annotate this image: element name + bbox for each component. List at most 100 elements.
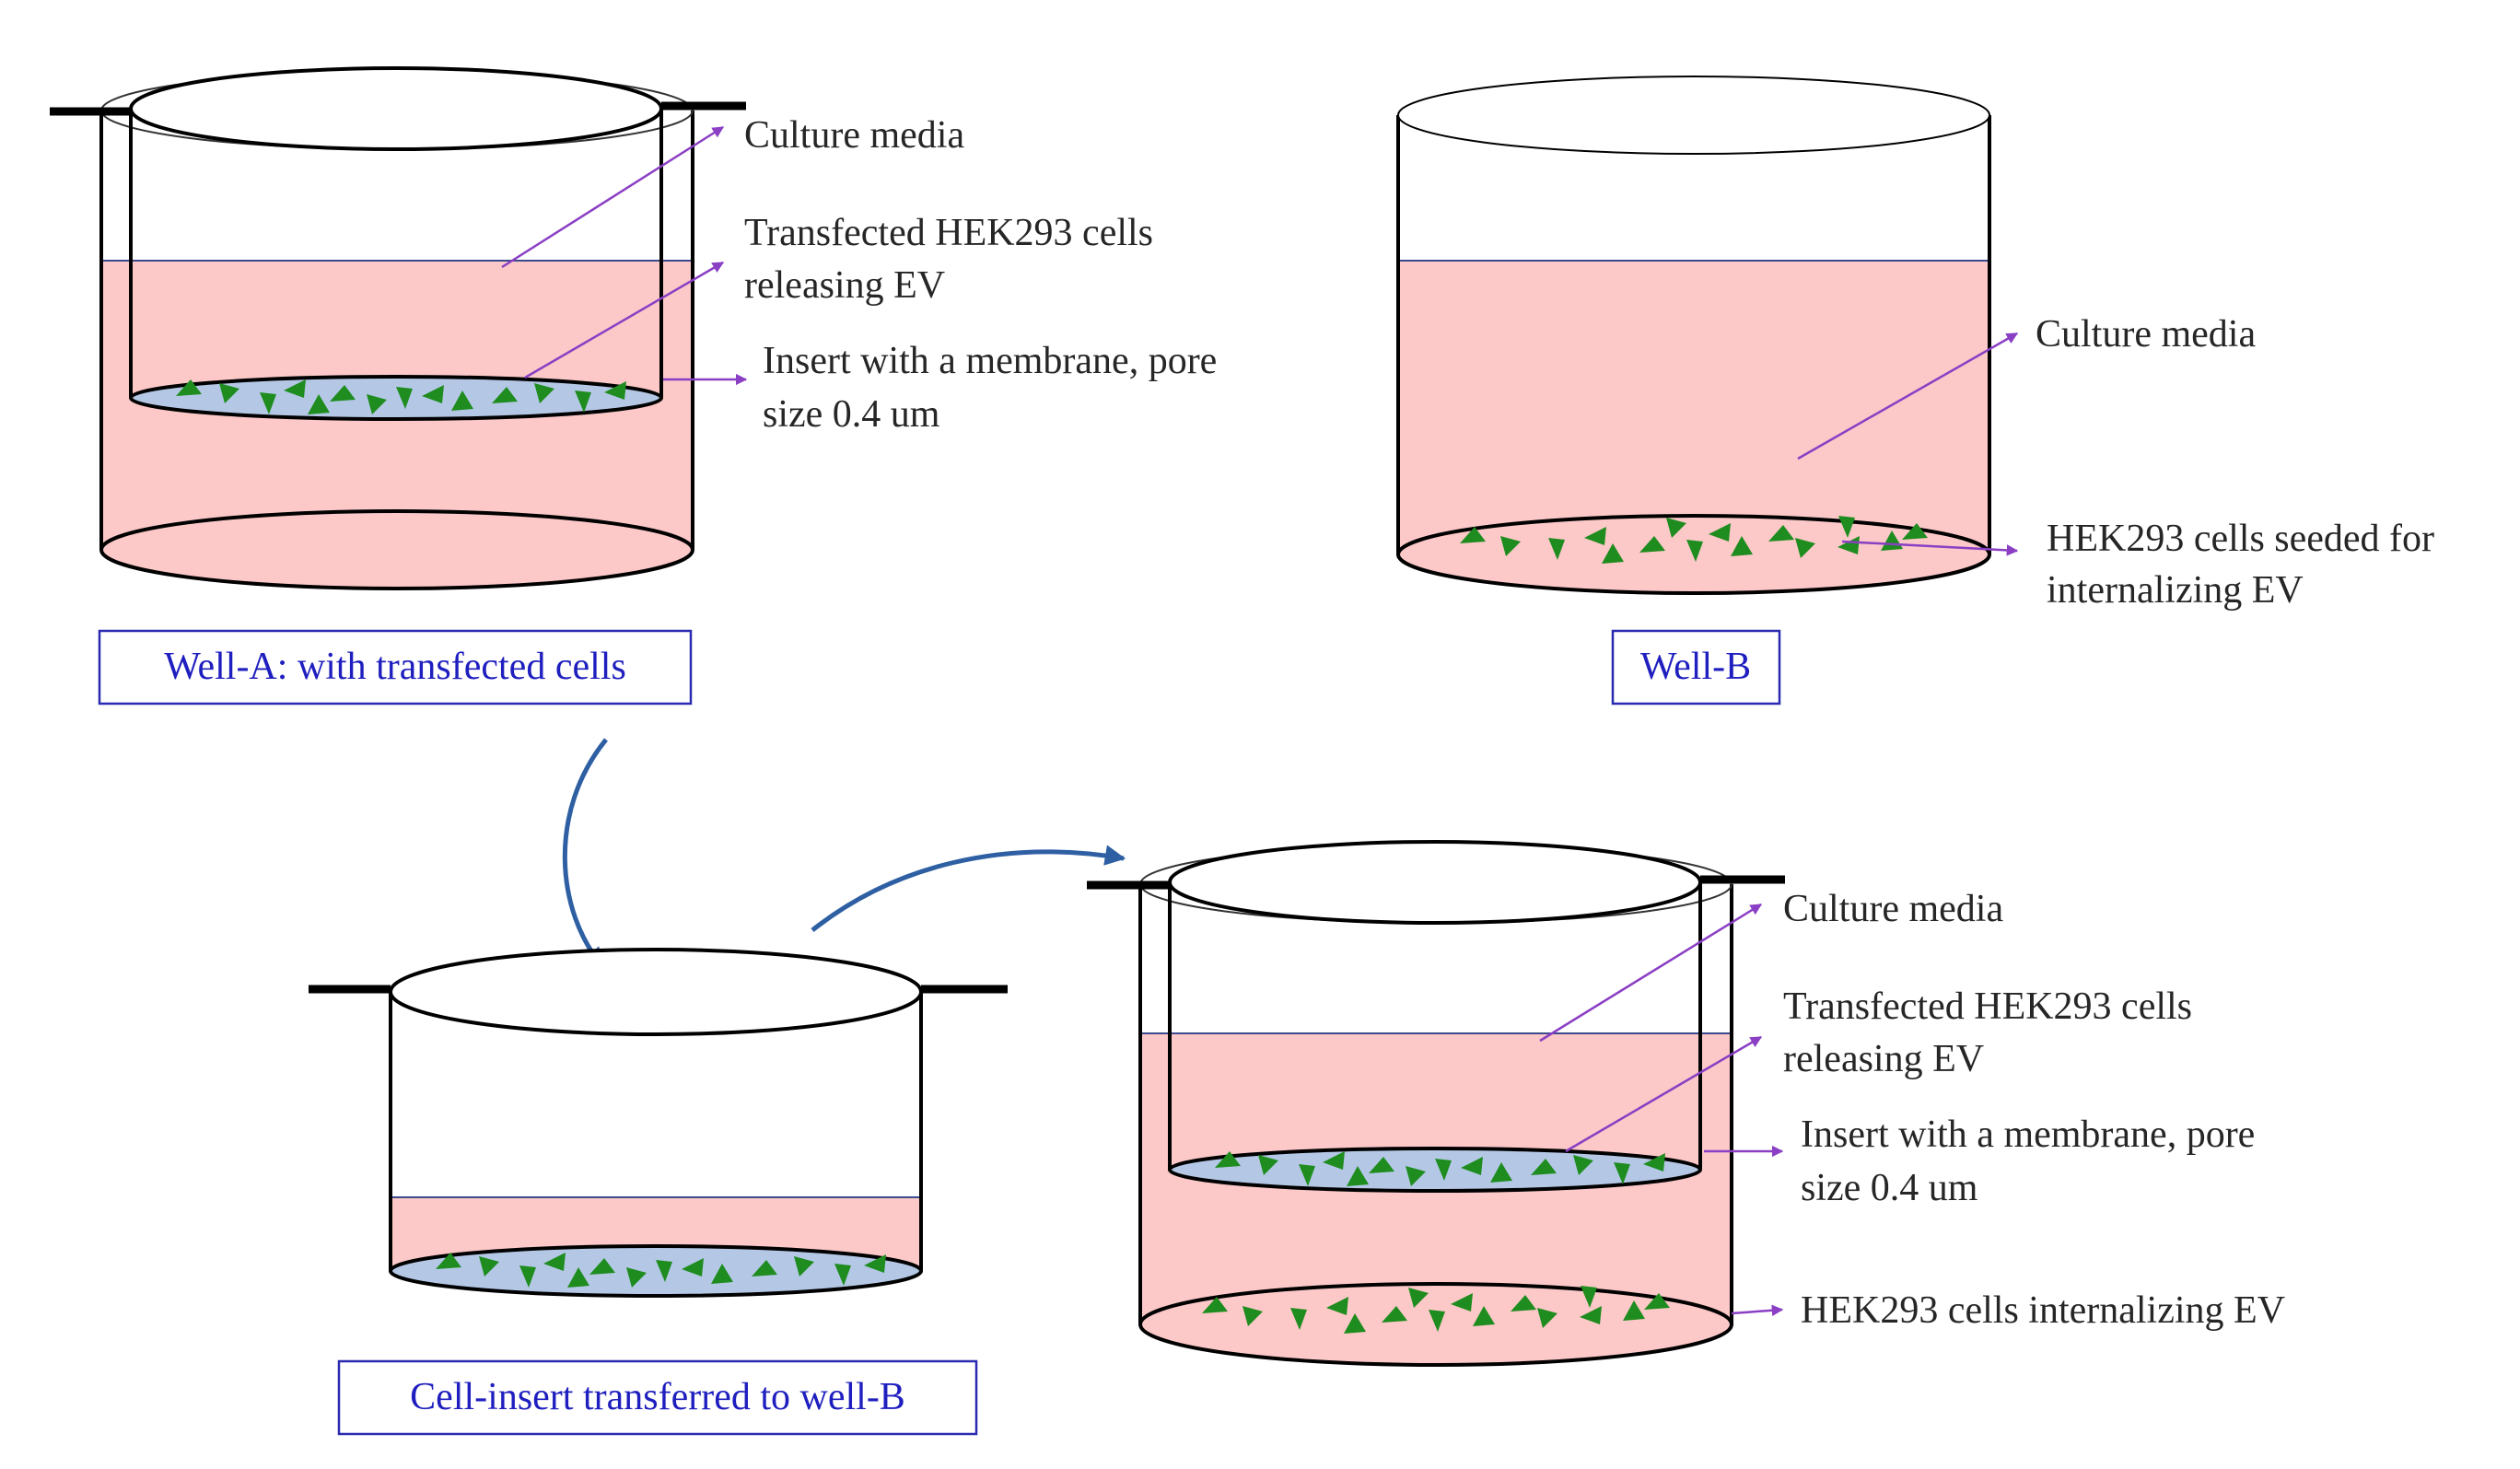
cell-shape — [1347, 1166, 1369, 1186]
c-media-label: Culture media — [1783, 888, 2003, 930]
cell-shape — [1408, 1288, 1429, 1308]
cell-shape — [589, 1258, 615, 1275]
cell-shape — [396, 387, 413, 409]
cell-shape — [604, 381, 626, 400]
cell-shape — [1614, 1162, 1630, 1184]
cell-shape — [330, 385, 356, 402]
cell-shape — [1460, 527, 1486, 543]
a-insert-label-line2: size 0.4 um — [763, 393, 940, 436]
cell-shape — [1581, 1286, 1597, 1308]
well-b-media — [1398, 261, 1989, 593]
a-media-label: Culture media — [744, 114, 964, 157]
cell-shape — [260, 392, 276, 414]
insert-a-membrane — [129, 375, 663, 421]
cell-shape — [1666, 518, 1686, 538]
cell-shape — [1290, 1308, 1307, 1330]
cell-shape — [1584, 527, 1606, 545]
cell-shape — [1500, 536, 1521, 556]
cell-shape — [1242, 1306, 1263, 1326]
well-a-caption-text: Well-A: with transfected cells — [164, 646, 626, 688]
cell-shape — [1473, 1306, 1495, 1326]
cell-shape — [575, 391, 591, 413]
b-cells-arrow — [1841, 540, 2019, 556]
combined-well-bottom-cells — [1202, 1286, 1670, 1334]
combined-insert-membrane — [1168, 1147, 1702, 1193]
cell-shape — [1709, 523, 1731, 542]
cell-shape — [1382, 1306, 1407, 1323]
cell-shape — [567, 1267, 589, 1288]
cell-shape — [451, 391, 473, 411]
insert-a — [50, 66, 746, 421]
well-a-media — [101, 261, 693, 589]
b-media-label: Culture media — [2036, 313, 2256, 356]
b-cells-label-line2: internalizing EV — [2047, 569, 2304, 612]
cell-shape — [543, 1253, 566, 1271]
cell-shape — [1258, 1155, 1278, 1175]
well-b-cells — [1460, 516, 1928, 564]
combined-insert-top — [1168, 840, 1702, 925]
cell-shape — [1537, 1308, 1558, 1328]
cell-shape — [752, 1260, 777, 1277]
cell-shape — [1202, 1297, 1228, 1313]
c-insert-label-line1: Insert with a membrane, pore — [1801, 1113, 2255, 1156]
a-cells-label-line1: Transfected HEK293 cells — [744, 212, 1153, 254]
well-a — [99, 71, 694, 590]
insert-a-cells — [176, 379, 626, 414]
well-a-bottom — [99, 509, 694, 590]
cell-shape — [1623, 1300, 1645, 1321]
insert-a-top — [129, 66, 663, 151]
a-cells-arrow — [524, 261, 725, 379]
combined-insert — [1087, 840, 1785, 1193]
c-bottom-label: HEK293 cells internalizing EV — [1801, 1289, 2285, 1332]
well-b-caption: Well-B — [1611, 629, 1781, 705]
b-cells-label-line1: HEK293 cells seeded for — [2047, 518, 2434, 560]
cell-shape — [1580, 1306, 1602, 1324]
c-cells-arrow — [1565, 1035, 1763, 1153]
cell-shape — [1548, 538, 1565, 560]
well-b-rim — [1397, 76, 1990, 155]
transfer-caption-text: Cell-insert transferred to well-B — [410, 1376, 905, 1418]
c-cells-label-line2: releasing EV — [1783, 1038, 1984, 1080]
cell-shape — [711, 1264, 733, 1284]
cell-shape — [1299, 1164, 1315, 1186]
cell-shape — [1686, 540, 1703, 562]
cell-shape — [1531, 1159, 1557, 1175]
cell-shape — [1406, 1166, 1426, 1186]
cell-shape — [1768, 525, 1794, 542]
cell-shape — [534, 383, 554, 403]
c-cells-label-line1: Transfected HEK293 cells — [1783, 985, 2192, 1028]
cell-shape — [1602, 543, 1624, 564]
combined-well-media — [1140, 1033, 1732, 1365]
cell-shape — [1461, 1157, 1483, 1175]
cell-shape — [308, 394, 330, 414]
well-a-caption-box — [98, 629, 693, 705]
cell-shape — [1435, 1159, 1452, 1181]
cell-shape — [1902, 523, 1928, 540]
transferred-insert-cells — [436, 1253, 886, 1288]
b-media-arrow — [1797, 332, 2019, 461]
a-media-arrow — [501, 125, 725, 269]
c-bottom-arrow — [1731, 1304, 1784, 1317]
combined-well — [1138, 845, 1733, 1367]
cell-shape — [219, 383, 239, 403]
cell-shape — [367, 394, 387, 414]
transferred-insert — [309, 948, 1008, 1298]
well-a-caption: Well-A: with transfected cells — [98, 629, 693, 705]
cell-shape — [1838, 536, 1860, 554]
cell-shape — [1643, 1153, 1665, 1172]
cell-shape — [519, 1265, 536, 1288]
cell-shape — [1511, 1295, 1536, 1312]
cell-shape — [1369, 1157, 1394, 1173]
cell-shape — [422, 385, 444, 403]
transfer-caption: Cell-insert transferred to well-B — [337, 1359, 978, 1436]
cell-shape — [176, 379, 202, 396]
combined-insert-cells — [1215, 1151, 1665, 1186]
cell-shape — [1215, 1151, 1241, 1168]
cell-shape — [1451, 1293, 1473, 1312]
well-b-caption-box — [1611, 629, 1781, 705]
transferred-insert-membrane — [389, 1244, 923, 1298]
cell-shape — [1344, 1313, 1366, 1334]
cell-shape — [1326, 1297, 1348, 1315]
cell-shape — [492, 387, 518, 403]
